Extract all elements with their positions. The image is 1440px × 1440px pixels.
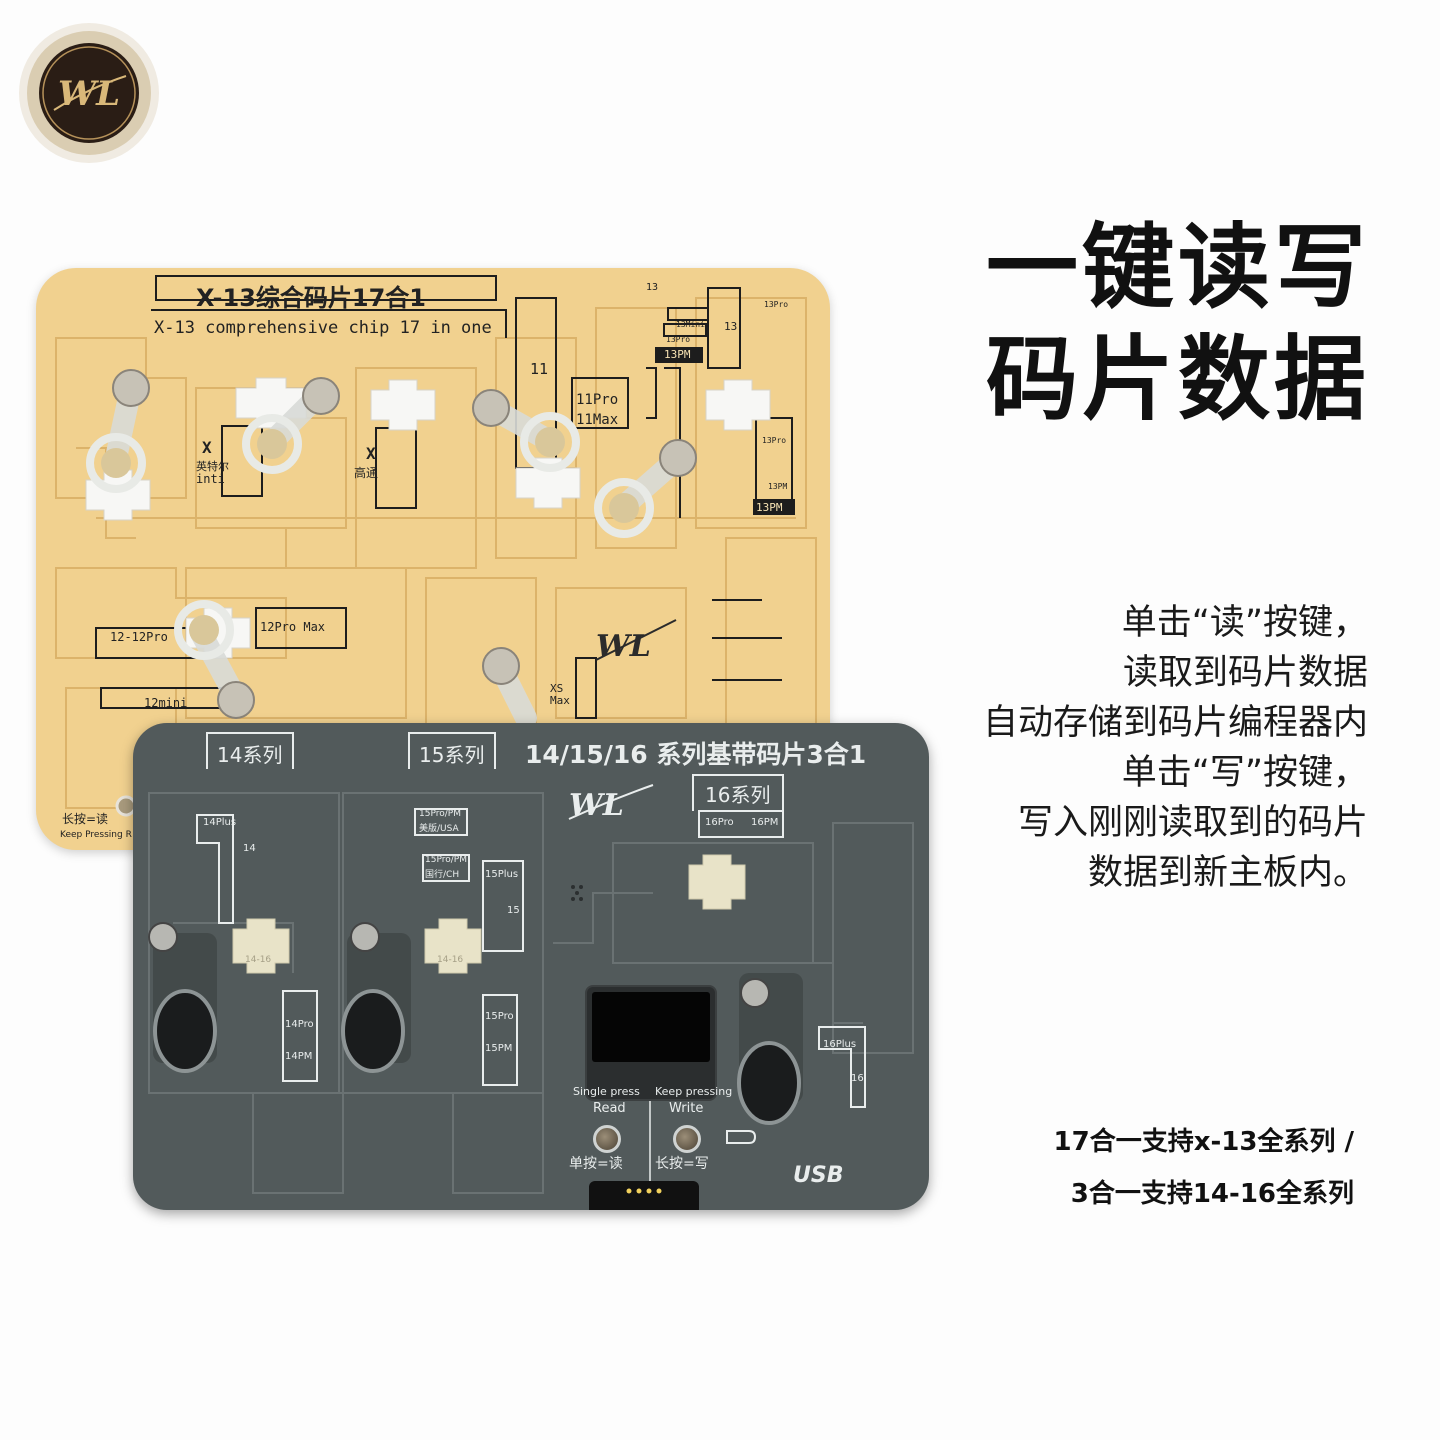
support-line: 17合一支持x-13全系列 / xyxy=(1053,1127,1354,1157)
brand-logo-text: WL xyxy=(58,74,120,114)
tab-16-series: 16系列 xyxy=(705,783,771,807)
label-15propm-ch: 15Pro/PM xyxy=(425,855,467,865)
label-13pm-c: 13PM xyxy=(756,501,783,514)
label-11pro: 11Pro xyxy=(576,392,619,408)
label-15propm-usa: 15Pro/PM xyxy=(419,809,461,819)
label-11: 11 xyxy=(530,360,549,378)
description-line: 读取到码片数据 xyxy=(1122,653,1368,693)
label-15plus: 15Plus xyxy=(485,869,519,880)
label-qualcomm-cn: 高通 xyxy=(354,466,379,480)
usb-logo: USB xyxy=(793,1163,844,1188)
yellow-board-traces: WL xyxy=(55,275,817,817)
label-12-12pro: 12-12Pro xyxy=(110,630,168,644)
support-info: 17合一支持x-13全系列 / 3合一支持14-16全系列 xyxy=(1054,1116,1354,1220)
read-cn-label: 单按=读 xyxy=(569,1156,623,1172)
label-13pm-a: 13PM xyxy=(664,348,691,361)
label-13-b: 13 xyxy=(724,320,738,333)
dark-board-logo: WL xyxy=(569,788,624,823)
label-16pro: 16Pro xyxy=(705,817,734,828)
label-16: 16 xyxy=(851,1073,864,1084)
description-line: 单击“写”按键， xyxy=(1121,753,1368,793)
label-12promax: 12Pro Max xyxy=(260,620,326,634)
label-11max: 11Max xyxy=(576,412,619,428)
label-12mini: 12mini xyxy=(144,696,188,710)
description: 单击“读”按键， 读取到码片数据 自动存储到码片编程器内 单击“写”按键， 写入… xyxy=(983,598,1368,898)
label-14pro: 14Pro xyxy=(285,1019,314,1030)
label-14pm: 14PM xyxy=(285,1051,313,1062)
oled-screen xyxy=(585,985,717,1101)
description-line: 数据到新主板内。 xyxy=(1087,853,1368,893)
label-13pro-b: 13Pro xyxy=(764,300,789,309)
yellow-board-title: X-13综合码片17合1 xyxy=(196,284,427,312)
label-max: Max xyxy=(550,694,570,707)
tab-14-series: 14系列 xyxy=(217,743,283,767)
label-long-press-en: Keep Pressing R xyxy=(60,830,132,840)
headline: 一键读写 码片数据 xyxy=(986,212,1370,436)
write-label: Write xyxy=(669,1101,704,1116)
label-13pro-a: 13Pro xyxy=(666,335,691,344)
headline-line-2: 码片数据 xyxy=(985,326,1370,433)
keep-pressing-label: Keep pressing xyxy=(655,1085,733,1098)
label-13mini: 13Mini xyxy=(676,320,705,329)
label-15pro: 15Pro xyxy=(485,1011,514,1022)
label-14: 14 xyxy=(243,843,256,854)
description-line: 单击“读”按键， xyxy=(1121,603,1368,643)
write-button[interactable] xyxy=(673,1125,701,1153)
label-16pm: 16PM xyxy=(751,817,779,828)
label-ch: 国行/CH xyxy=(425,870,460,880)
label-15pm: 15PM xyxy=(485,1043,513,1054)
label-13-top: 13 xyxy=(646,282,659,293)
dark-board: WL 14/15/16 系列基带码片3合1 14系列 15系列 16系列 14P… xyxy=(133,723,929,1210)
label-x-intel: X xyxy=(202,438,212,457)
label-13pm-b: 13PM xyxy=(768,482,788,491)
label-15: 15 xyxy=(507,905,520,916)
label-long-press-cn: 长按=读 xyxy=(62,812,109,826)
hand-icon xyxy=(726,1130,757,1144)
chip-label-14: 14-16 xyxy=(245,955,272,965)
tab-15-series: 15系列 xyxy=(419,743,485,767)
brand-logo: WL xyxy=(14,18,164,168)
label-16plus: 16Plus xyxy=(823,1039,857,1050)
support-line: 3合一支持14-16全系列 xyxy=(1070,1179,1354,1209)
headline-line-1: 一键读写 xyxy=(985,214,1370,321)
description-line: 写入刚刚读取到的码片 xyxy=(1017,803,1368,843)
chip-label-15: 14-16 xyxy=(437,955,464,965)
read-label: Read xyxy=(593,1101,626,1116)
label-intel-cn: 英特尔 xyxy=(196,460,229,473)
dark-board-title: 14/15/16 系列基带码片3合1 xyxy=(525,740,867,769)
single-press-label: Single press xyxy=(573,1085,640,1098)
dark-board-traces: WL xyxy=(148,732,914,1194)
description-line: 自动存储到码片编程器内 xyxy=(982,703,1368,743)
write-cn-label: 长按=写 xyxy=(655,1156,709,1172)
label-usa: 美版/USA xyxy=(419,824,459,834)
label-intel-en: inti xyxy=(196,472,225,486)
label-x-qualcomm: X xyxy=(366,444,376,463)
label-xs: XS xyxy=(550,682,564,695)
read-button[interactable] xyxy=(593,1125,621,1153)
label-14plus: 14Plus xyxy=(203,817,237,828)
yellow-board-subtitle: X-13 comprehensive chip 17 in one xyxy=(154,318,492,338)
usb-port[interactable] xyxy=(589,1181,699,1210)
label-13pro-c: 13Pro xyxy=(762,436,787,445)
